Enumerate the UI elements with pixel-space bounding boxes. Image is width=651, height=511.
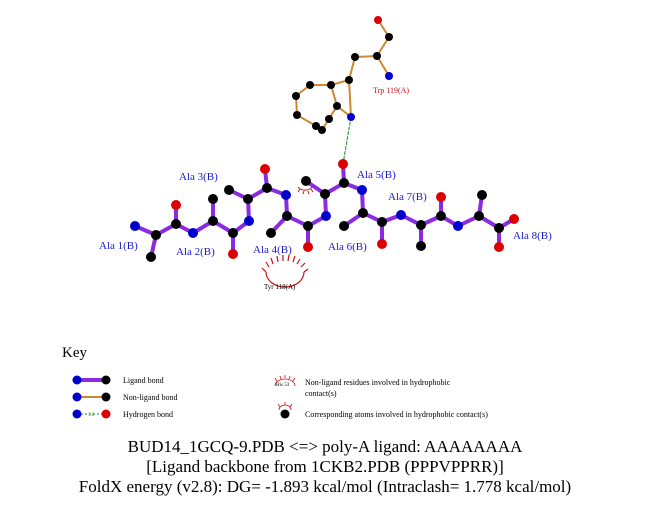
atom-n	[244, 216, 254, 226]
atom-c	[333, 102, 341, 110]
atom-c	[208, 216, 218, 226]
label-ala2: Ala 2(B)	[176, 246, 215, 258]
atom-c	[416, 241, 426, 251]
label-ala6: Ala 6(B)	[328, 241, 367, 253]
atom-n	[385, 72, 393, 80]
atom-n	[188, 228, 198, 238]
atom-n	[357, 185, 367, 195]
key-ligand-bond-label: Ligand bond	[123, 376, 164, 385]
label-ala1: Ala 1(B)	[99, 240, 138, 252]
atom-o	[436, 192, 446, 202]
atom-c	[377, 217, 387, 227]
atom-c	[345, 76, 353, 84]
hydrophobic-contact-atom-ala4	[297, 186, 314, 195]
atom-c	[282, 211, 292, 221]
label-ala5: Ala 5(B)	[357, 169, 396, 181]
atom-n	[453, 221, 463, 231]
key-corresponding-atoms: Corresponding atoms involved in hydropho…	[277, 402, 488, 419]
key-hbond-distance: 3.0	[88, 413, 95, 418]
atom-c	[339, 178, 349, 188]
key-title: Key	[62, 345, 87, 361]
atom-c	[262, 183, 272, 193]
atom-c	[373, 52, 381, 60]
atom-n	[130, 221, 140, 231]
atom-c	[303, 221, 313, 231]
caption-line1: BUD14_1GCQ-9.PDB <=> poly-A ligand: AAAA…	[128, 437, 523, 456]
atom-layer	[130, 16, 519, 262]
key-legend: Key Ligand bond Non-ligand bond 3.0 Hydr…	[62, 345, 488, 419]
atom-c	[266, 228, 276, 238]
atom-o	[509, 214, 519, 224]
atom-c	[146, 252, 156, 262]
key-hydrophobic-residue: His 53 Non-ligand residues involved in h…	[274, 375, 451, 398]
atom-c	[301, 176, 311, 186]
atom-o	[374, 16, 382, 24]
atom-c	[318, 126, 326, 134]
atom-c	[474, 211, 484, 221]
hydrophobic-arc-tyr118	[261, 254, 309, 288]
label-tyr118: Tyr 118(A)	[264, 283, 296, 291]
atom-c	[312, 122, 320, 130]
atom-n	[396, 210, 406, 220]
atom-c	[358, 208, 368, 218]
atom-c	[228, 228, 238, 238]
atom-c	[339, 221, 349, 231]
nonligand-bond	[348, 79, 352, 118]
label-ala7: Ala 7(B)	[388, 191, 427, 203]
key-corresponding-atoms-label: Corresponding atoms involved in hydropho…	[305, 410, 488, 419]
caption-line3: FoldX energy (v2.8): DG= -1.893 kcal/mol…	[79, 477, 571, 496]
atom-c	[293, 111, 301, 119]
atom-c	[416, 220, 426, 230]
atom-o	[338, 159, 348, 169]
label-ala3: Ala 3(B)	[179, 171, 218, 183]
atom-n	[321, 211, 331, 221]
atom-c	[477, 190, 487, 200]
atom-o	[260, 164, 270, 174]
atom-c	[320, 189, 330, 199]
atom-c	[306, 81, 314, 89]
atom-o	[228, 249, 238, 259]
atom-o	[377, 239, 387, 249]
atom-o	[303, 242, 313, 252]
atom-c	[151, 230, 161, 240]
key-hydrophobic-line2: contact(s)	[305, 389, 337, 398]
caption-line2: [Ligand backbone from 1CKB2.PDB (PPPVPPR…	[146, 457, 503, 476]
atom-c	[351, 53, 359, 61]
key-hydrogen-bond: 3.0 Hydrogen bond	[72, 409, 173, 419]
atom-c	[494, 223, 504, 233]
label-ala8: Ala 8(B)	[513, 230, 552, 242]
atom-o	[494, 242, 504, 252]
atom-c	[436, 211, 446, 221]
label-trp119: Trp 119(A)	[373, 86, 409, 95]
atom-c	[171, 219, 181, 229]
label-ala4: Ala 4(B)	[253, 244, 292, 256]
atom-c	[243, 194, 253, 204]
atom-o	[171, 200, 181, 210]
key-nonligand-bond-label: Non-ligand bond	[123, 393, 177, 402]
atom-n	[281, 190, 291, 200]
atom-c	[385, 33, 393, 41]
atom-c	[224, 185, 234, 195]
key-hydrophobic-line1: Non-ligand residues involved in hydropho…	[305, 378, 451, 387]
atom-c	[325, 115, 333, 123]
atom-c	[292, 92, 300, 100]
atom-n	[347, 113, 355, 121]
hydrogen-bond	[342, 116, 352, 165]
atom-c	[327, 81, 335, 89]
atom-c	[208, 194, 218, 204]
key-sample-residue: His 53	[276, 383, 290, 388]
key-ligand-bond: Ligand bond	[72, 375, 164, 385]
key-nonligand-bond: Non-ligand bond	[72, 392, 177, 402]
caption: BUD14_1GCQ-9.PDB <=> poly-A ligand: AAAA…	[79, 437, 571, 496]
key-hydrogen-bond-label: Hydrogen bond	[123, 410, 173, 419]
